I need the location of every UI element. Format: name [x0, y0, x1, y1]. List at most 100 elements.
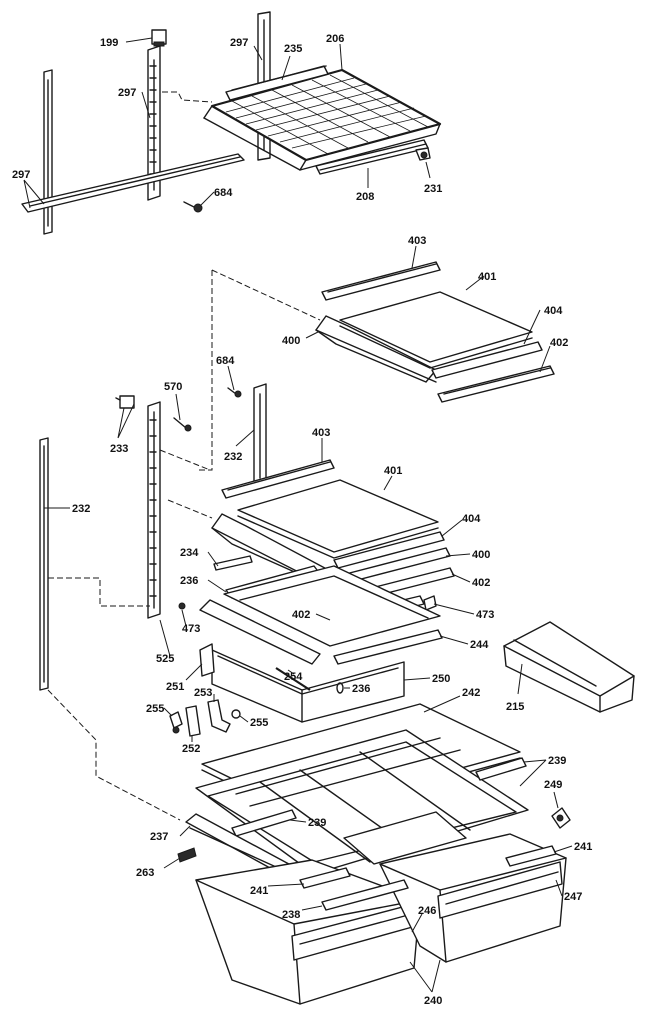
callout-208: 208 [356, 191, 374, 203]
screw-684b-icon [227, 387, 242, 398]
shelf-ladder-rail-232-rear [253, 383, 267, 489]
callout-238: 238 [282, 909, 300, 921]
screw-684-icon [183, 201, 203, 213]
control-parts [169, 699, 241, 737]
shelf-ladder-rail-297-left [43, 69, 53, 235]
cross-bar-297 [21, 153, 245, 213]
callout-297-left: 297 [12, 169, 30, 181]
glass-shelf-assembly-upper [196, 261, 555, 471]
clip-473a-icon [178, 602, 186, 610]
callout-263: 263 [136, 867, 154, 879]
callout-241-right: 241 [574, 841, 592, 853]
callout-233: 233 [110, 443, 128, 455]
callout-401-middle: 401 [384, 465, 402, 477]
callout-684-top: 684 [214, 187, 233, 199]
slide-239b [231, 809, 297, 837]
leader-lines [23, 37, 573, 993]
callout-404-top: 404 [544, 305, 563, 317]
callout-253: 253 [194, 687, 212, 699]
shelf-ladder-rail-232-left [39, 437, 49, 691]
bracket-251 [199, 643, 215, 677]
callout-206: 206 [326, 33, 344, 45]
shelf-trim-403b [221, 459, 335, 499]
callout-570: 570 [164, 381, 182, 393]
lever-252 [185, 705, 201, 737]
shelf-trim-403 [321, 261, 441, 301]
crisper-drawer-right [379, 833, 567, 963]
callout-235: 235 [284, 43, 302, 55]
screw-570-icon [173, 417, 192, 432]
callout-239-left: 239 [308, 817, 326, 829]
callout-252: 252 [182, 743, 200, 755]
meat-pan-assembly [178, 565, 443, 723]
callout-400-top: 400 [282, 335, 300, 347]
pan-250 [211, 649, 405, 723]
shelf-trim-404b [333, 531, 445, 569]
callout-249: 249 [544, 779, 562, 791]
callout-215: 215 [506, 701, 524, 713]
callout-402-top: 402 [550, 337, 568, 349]
knob-255b-icon [231, 709, 241, 719]
callout-401-top: 401 [478, 271, 496, 283]
callout-402-lower: 402 [292, 609, 310, 621]
callout-232-center: 232 [224, 451, 242, 463]
trim-241-left [299, 867, 351, 889]
glass-panel-401 [339, 291, 533, 369]
callout-403-top: 403 [408, 235, 426, 247]
callout-403-middle: 403 [312, 427, 330, 439]
clip-231 [415, 147, 431, 161]
callout-241-left: 241 [250, 885, 268, 897]
callout-247: 247 [564, 891, 582, 903]
callout-684-middle: 684 [216, 355, 235, 367]
crisper-frame-assembly [185, 729, 529, 881]
clip-249 [551, 807, 571, 829]
callout-239-right: 239 [548, 755, 566, 767]
bracket-199 [151, 29, 167, 47]
bracket-263 [177, 847, 197, 863]
slide-239a [475, 757, 527, 781]
callout-244: 244 [470, 639, 489, 651]
callout-473-right: 473 [476, 609, 494, 621]
callout-297-top: 297 [230, 37, 248, 49]
callout-236-upper: 236 [180, 575, 198, 587]
callout-404-middle: 404 [462, 513, 481, 525]
glass-panel-401b [237, 479, 439, 559]
callout-251: 251 [166, 681, 184, 693]
rod-254 [275, 667, 311, 691]
upper-shelf-assembly [21, 11, 442, 235]
bracket-233 [115, 395, 135, 409]
callout-199: 199 [100, 37, 118, 49]
knob-255a-icon [169, 711, 183, 734]
trim-244 [333, 629, 443, 665]
trim-238 [321, 879, 409, 911]
callout-402-middle: 402 [472, 577, 490, 589]
support-bar-234 [213, 555, 253, 571]
callout-297-center: 297 [118, 87, 136, 99]
bracket-253 [207, 699, 231, 733]
shelf-trim-235 [225, 65, 329, 101]
callout-240: 240 [424, 995, 442, 1007]
callout-231: 231 [424, 183, 442, 195]
callout-236-lower: 236 [352, 683, 370, 695]
clip-473b [423, 595, 437, 611]
callout-473-left: 473 [182, 623, 200, 635]
callout-237: 237 [150, 831, 168, 843]
callout-246: 246 [418, 905, 436, 917]
callout-254: 254 [284, 671, 303, 683]
shelf-trim-402 [437, 365, 555, 403]
callout-400-middle: 400 [472, 549, 490, 561]
middle-rails [39, 383, 267, 821]
callout-labels: 199 297 235 206 297 297 684 208 231 403 … [12, 33, 592, 1007]
trim-241-right [505, 845, 557, 867]
callout-255-right: 255 [250, 717, 268, 729]
callout-242: 242 [462, 687, 480, 699]
callout-234: 234 [180, 547, 199, 559]
callout-250: 250 [432, 673, 450, 685]
shelf-trim-404 [431, 341, 543, 379]
callout-255-left: 255 [146, 703, 164, 715]
shelf-ladder-rail-center [147, 401, 161, 619]
crisper-drawers [195, 833, 567, 1005]
ring-236-icon [336, 682, 344, 694]
callout-232-left: 232 [72, 503, 90, 515]
